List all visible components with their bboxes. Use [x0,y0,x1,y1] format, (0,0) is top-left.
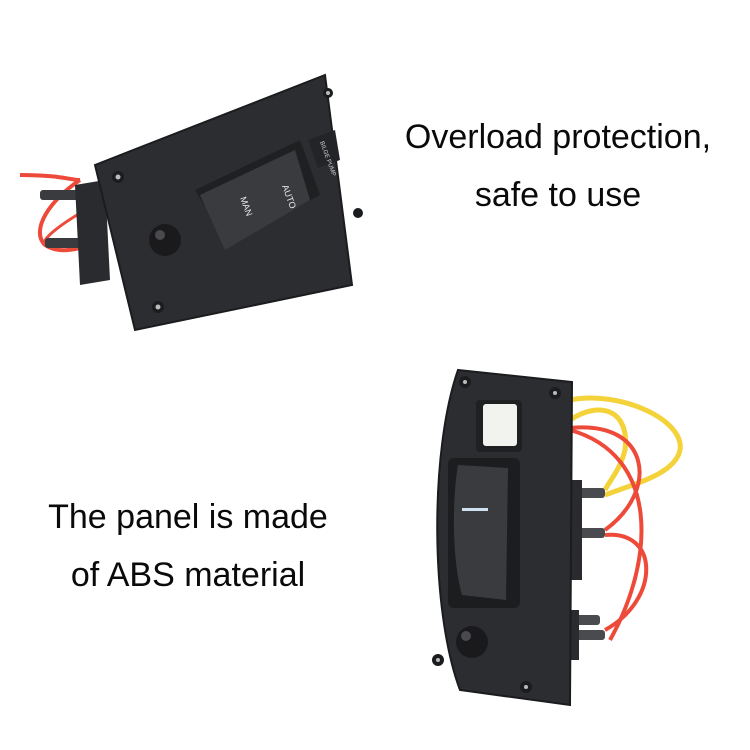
caption-line: Overload protection, [404,118,712,156]
caption-abs-material: The panel is made of ABS material [38,488,338,604]
caption-line: safe to use [474,176,642,214]
product-photo-top: BILGE PUMP MAN AUTO [0,30,370,360]
bilge-switch-panel-vertical [432,368,683,707]
caption-overload-protection: Overload protection, safe to use [398,108,718,224]
caption-line: of ABS material [70,556,306,594]
caption-line: The panel is made [48,498,328,536]
product-photo-bottom [400,360,720,730]
indicator-light [483,404,517,446]
bilge-switch-panel-angled: BILGE PUMP MAN AUTO [19,73,363,332]
rocker-switch [453,465,508,600]
